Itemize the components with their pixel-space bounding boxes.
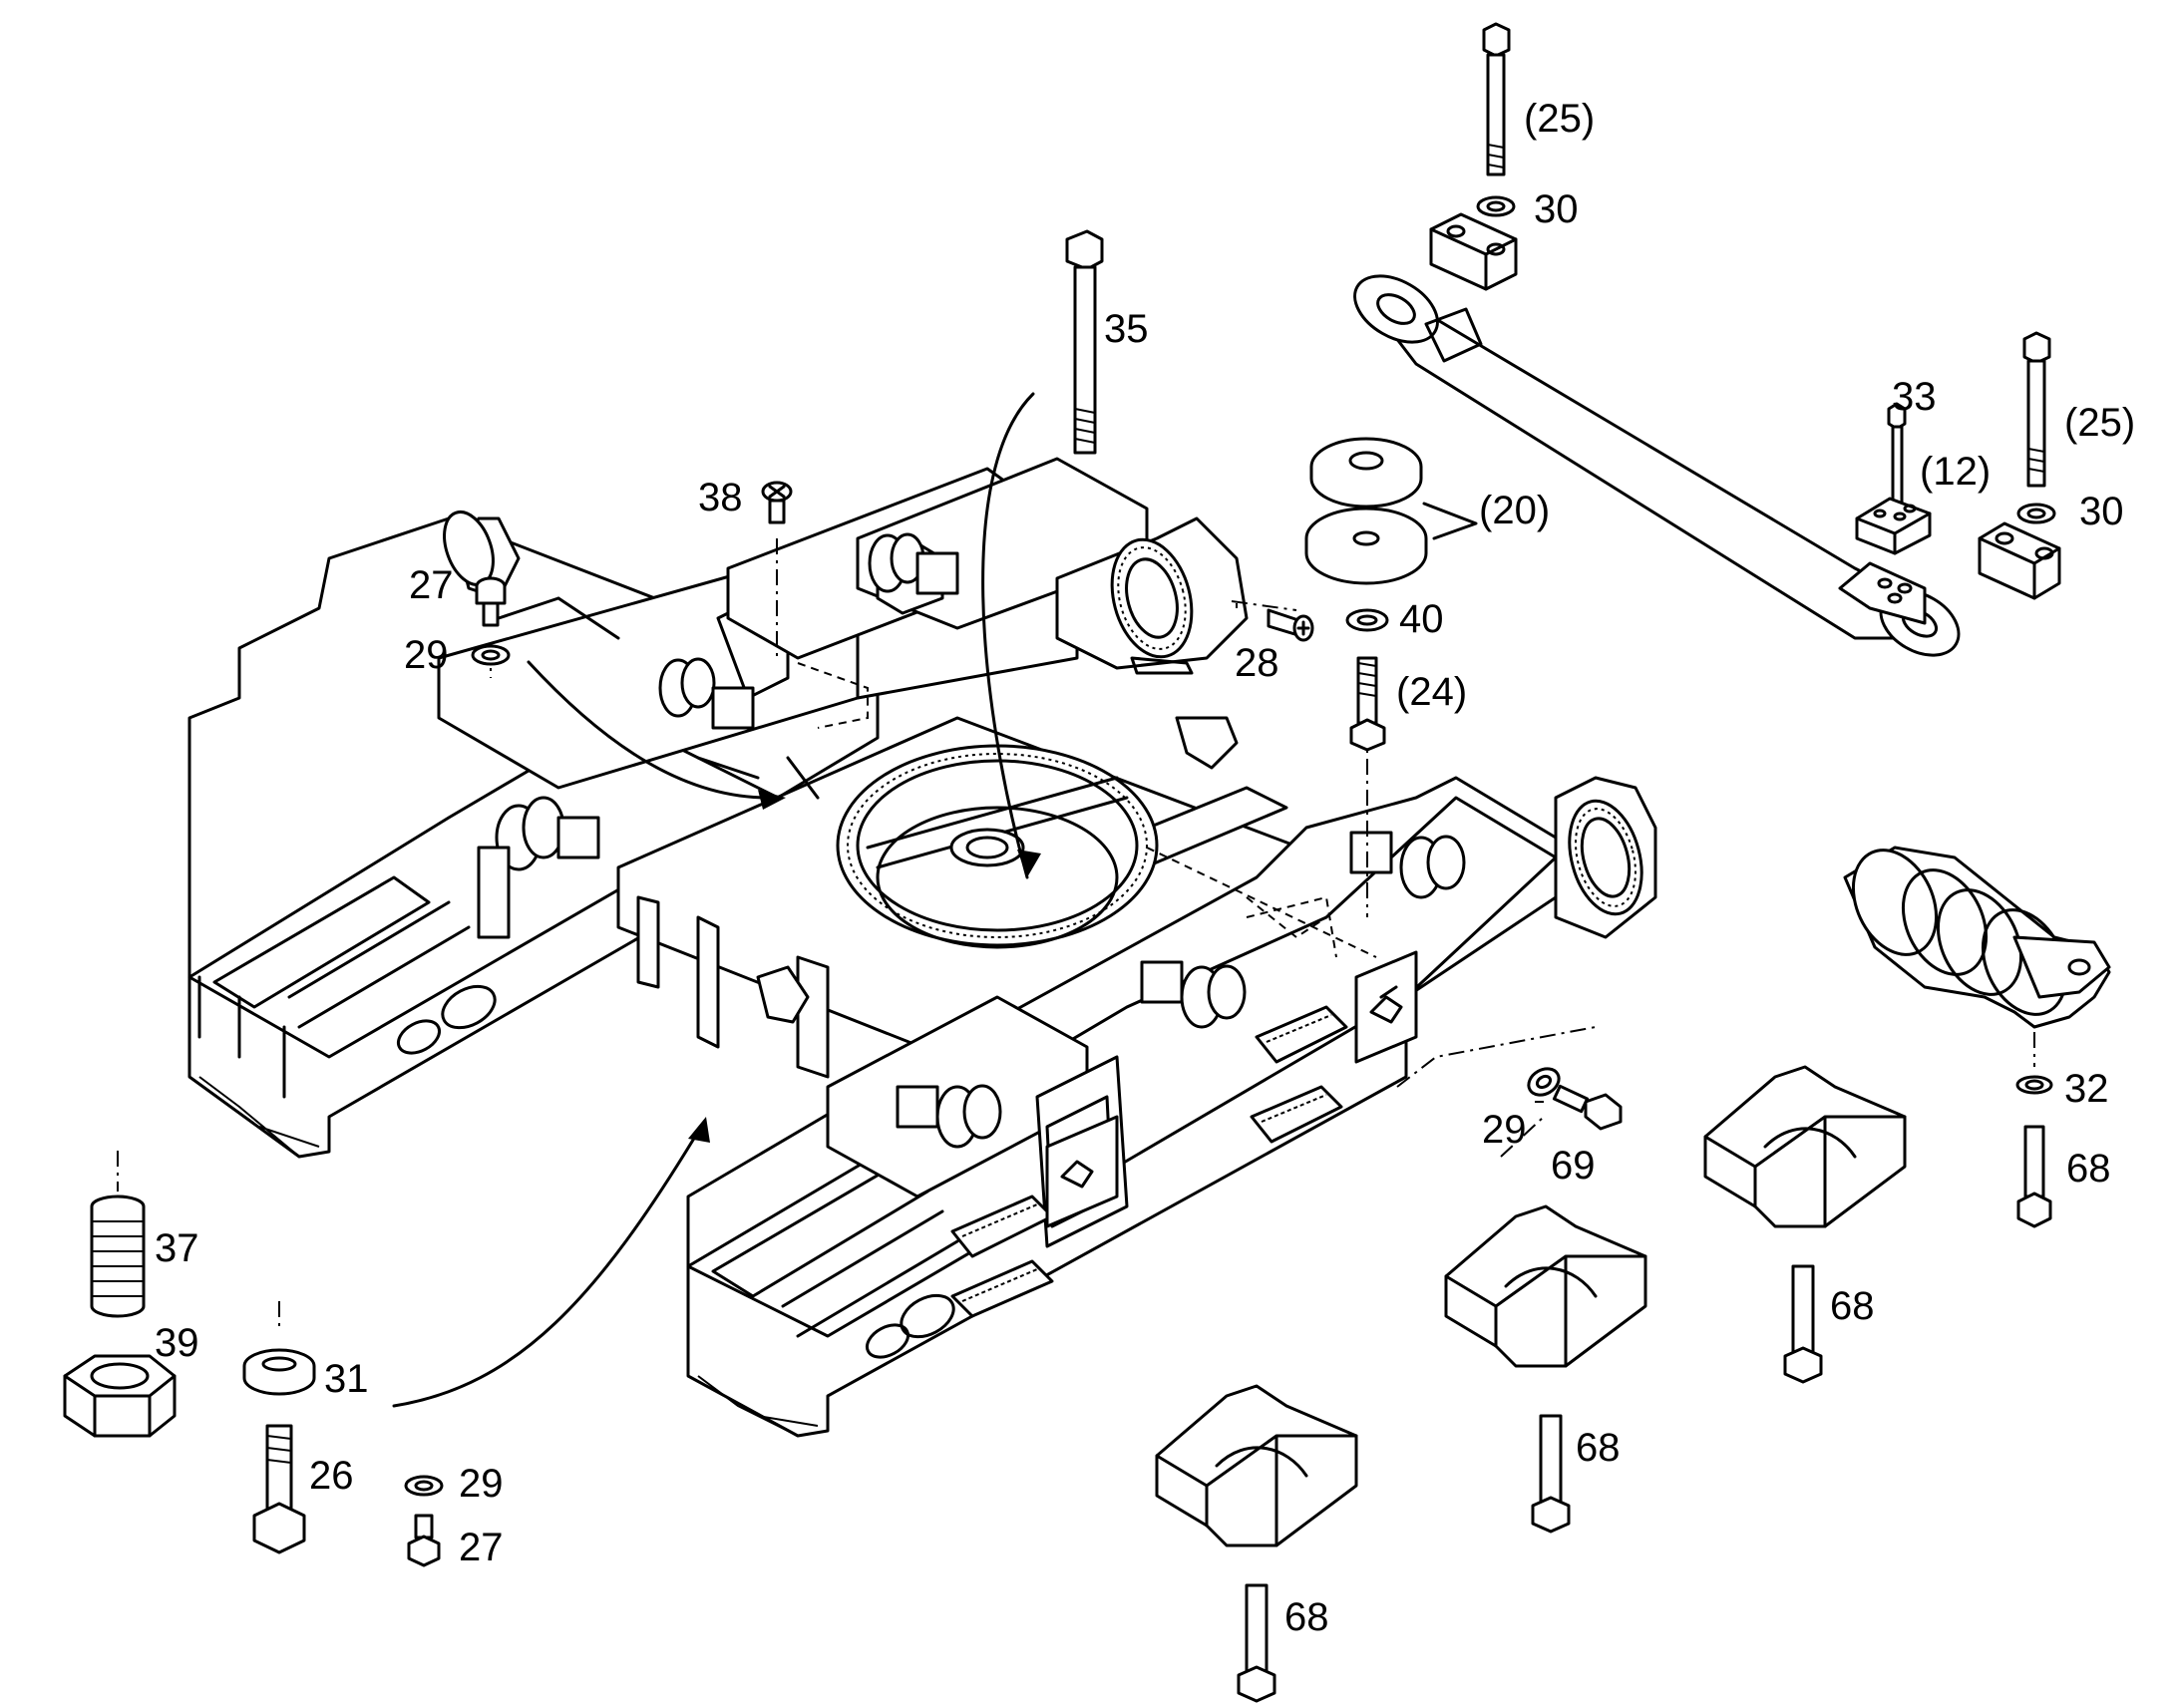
- callout-68-roller: 68: [2066, 1147, 2111, 1191]
- guard-block-1: [1703, 1065, 1907, 1384]
- stud-37-nut-39: [63, 1195, 177, 1438]
- callout-29-upper: 29: [404, 633, 449, 677]
- bolt-27-upper: [471, 576, 511, 666]
- callout-38: 38: [698, 476, 743, 519]
- callout-29-mid: 29: [1482, 1108, 1527, 1152]
- callout-12: (12): [1920, 450, 1992, 494]
- callout-29-lower: 29: [459, 1462, 504, 1506]
- callout-37: 37: [155, 1226, 199, 1270]
- callout-68-block1: 68: [1830, 1284, 1875, 1328]
- hidden-lines: [797, 662, 1377, 958]
- callout-25-upper: (25): [1524, 97, 1596, 141]
- callout-20: (20): [1479, 489, 1551, 532]
- callout-40: 40: [1399, 597, 1444, 641]
- bolt-33-and-block-12: [1855, 402, 1932, 555]
- bolt-25-upper: [1429, 22, 1518, 291]
- callout-32: 32: [2064, 1067, 2109, 1111]
- bolt-26: [242, 1348, 316, 1554]
- bolt-35: [1065, 229, 1104, 455]
- screw-38: [761, 481, 793, 524]
- mount-pads-20: [1304, 437, 1478, 752]
- callout-25-right: (25): [2064, 401, 2136, 445]
- callout-27-upper: 27: [409, 563, 454, 607]
- grease-cylinder: [1353, 274, 1961, 657]
- undercarriage-frame: [187, 457, 1657, 1438]
- screw-28: [1267, 608, 1314, 642]
- callout-24: (24): [1396, 670, 1468, 714]
- callout-35: 35: [1104, 307, 1149, 351]
- guard-block-3: [1155, 1384, 1358, 1703]
- callout-39: 39: [155, 1321, 199, 1365]
- callout-68-block3: 68: [1284, 1595, 1329, 1639]
- bolt-69: [1527, 1067, 1623, 1131]
- callout-31: 31: [324, 1357, 369, 1401]
- callout-28: 28: [1235, 641, 1279, 685]
- callout-26: 26: [309, 1454, 354, 1498]
- callout-27-lower: 27: [459, 1526, 504, 1569]
- callout-30-right: 30: [2079, 490, 2124, 533]
- guard-block-2: [1444, 1204, 1647, 1534]
- callout-30-upper: 30: [1534, 187, 1579, 231]
- track-roller: [1843, 846, 2111, 1228]
- callout-68-block2: 68: [1576, 1426, 1621, 1470]
- callout-33: 33: [1892, 375, 1937, 419]
- bolt-25-right: [1978, 331, 2061, 600]
- callout-69: 69: [1551, 1144, 1596, 1188]
- bolt-27-lower: [404, 1475, 444, 1567]
